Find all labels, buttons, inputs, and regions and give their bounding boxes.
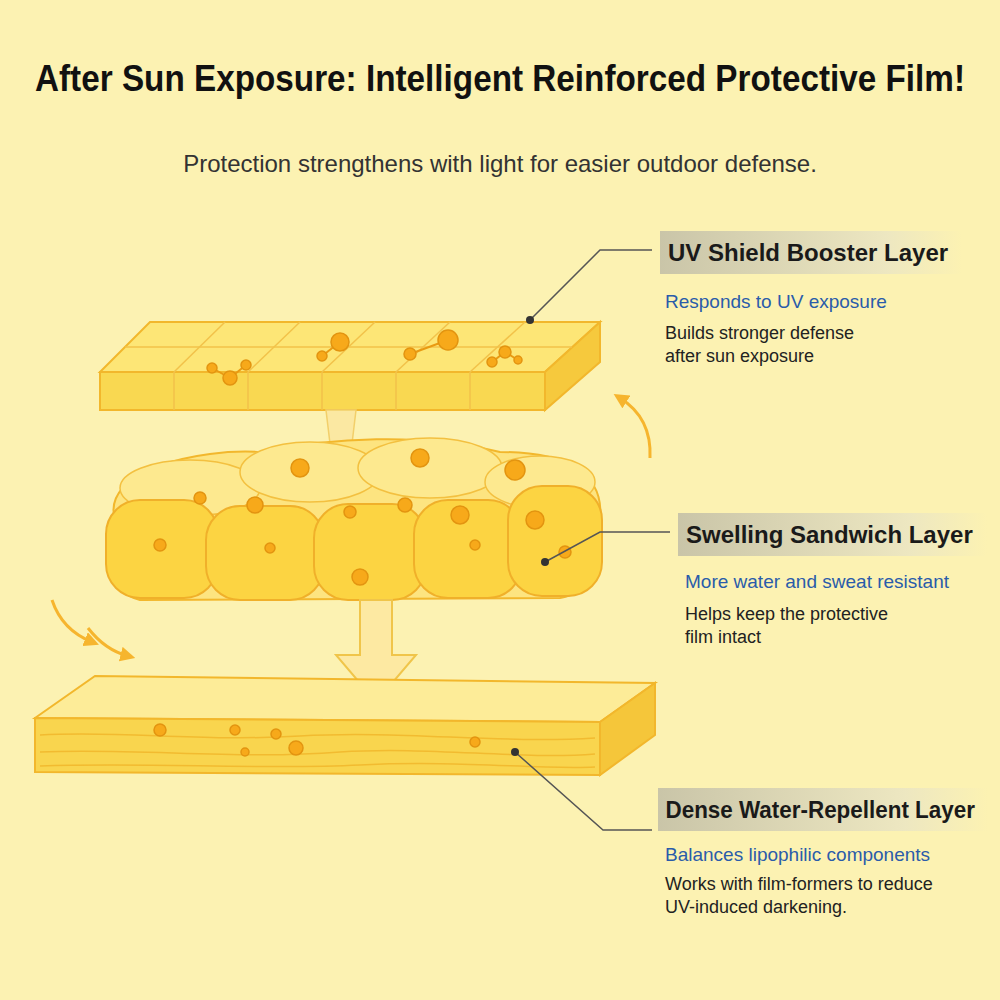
uv-shield-slab <box>100 322 600 410</box>
layer-heading: UV Shield Booster Layer <box>660 231 962 274</box>
layer-heading: Swelling Sandwich Layer <box>678 513 987 556</box>
layer-description: Works with film-formers to reduce UV-ind… <box>665 873 940 920</box>
motion-arrows <box>52 398 650 656</box>
leader-lines <box>511 250 670 830</box>
layer-heading: Dense Water-Repellent Layer <box>658 788 988 831</box>
subtitle: Protection strengthens with light for ea… <box>183 148 817 179</box>
title: After Sun Exposure: Intelligent Reinforc… <box>35 56 965 103</box>
swelling-layer <box>106 438 602 600</box>
layer-feature: More water and sweat resistant <box>685 570 949 595</box>
layer-description: Builds stronger defense after sun exposu… <box>665 322 895 369</box>
layer-feature: Responds to UV exposure <box>665 290 887 315</box>
layer-feature: Balances lipophilic components <box>665 843 930 868</box>
layer-description: Helps keep the protective film intact <box>685 603 895 650</box>
water-repellent-slab <box>35 676 655 775</box>
